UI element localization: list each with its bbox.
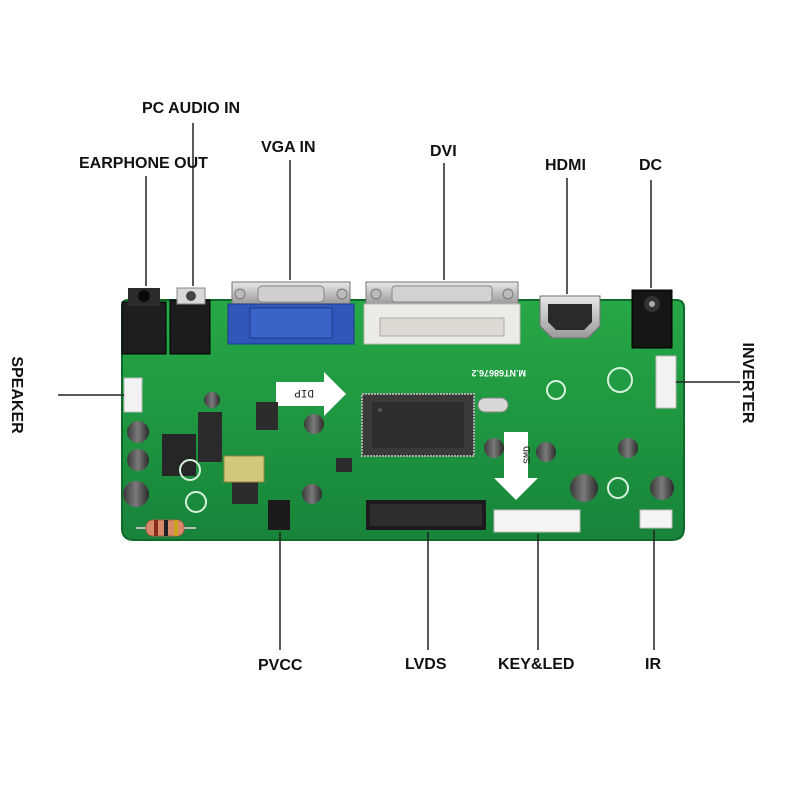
leader-lines xyxy=(58,123,740,650)
dip-arrow-label: DIP xyxy=(294,386,314,398)
smd-arrow xyxy=(494,432,538,500)
resistor xyxy=(136,519,196,537)
label-inverter: INVERTER xyxy=(739,342,756,424)
smd-arrow-label: SMD xyxy=(523,446,534,464)
dip-arrow xyxy=(276,372,346,416)
dc-jack xyxy=(631,289,673,349)
label-dvi: DVI xyxy=(430,143,457,160)
label-earphone-out: EARPHONE OUT xyxy=(79,155,208,172)
earphone-jack xyxy=(121,288,167,355)
label-hdmi: HDMI xyxy=(545,157,586,174)
capacitors xyxy=(123,392,674,507)
model-label: M.NT68676.2 xyxy=(471,368,526,378)
label-pvcc: PVCC xyxy=(258,657,303,674)
pc-audio-jack xyxy=(169,287,211,355)
label-vga-in: VGA IN xyxy=(261,139,316,156)
pvcc-jumper xyxy=(268,500,290,530)
hdmi-connector xyxy=(539,295,601,339)
label-pc-audio-in: PC AUDIO IN xyxy=(142,100,241,117)
key-led-connector xyxy=(493,509,581,533)
crystal xyxy=(477,397,509,413)
main-chip xyxy=(361,393,475,457)
inverter-connector xyxy=(655,355,677,409)
coil-component xyxy=(223,455,265,483)
speaker-connector xyxy=(123,377,143,413)
lvds-header xyxy=(366,500,486,530)
ir-connector xyxy=(639,509,673,529)
label-lvds: LVDS xyxy=(405,656,447,673)
small-ics xyxy=(162,402,352,504)
dvi-connector xyxy=(363,281,521,345)
label-key-led: KEY&LED xyxy=(498,656,575,673)
label-speaker: SPEAKER xyxy=(8,356,25,434)
label-dc: DC xyxy=(639,157,663,174)
label-ir: IR xyxy=(645,656,661,673)
vga-connector xyxy=(227,281,355,345)
silkscreen-rings xyxy=(179,367,633,513)
